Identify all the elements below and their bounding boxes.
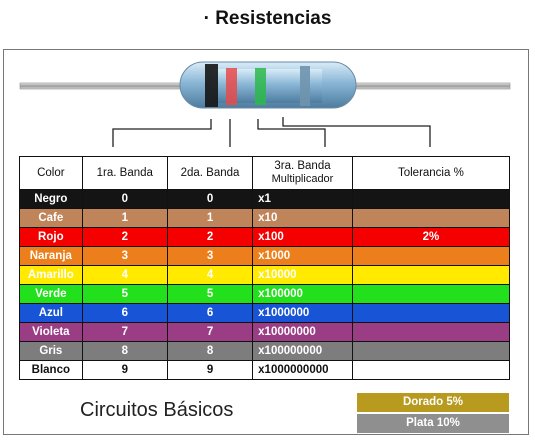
color-name-cell: Rojo <box>19 227 83 247</box>
color-name-cell: Naranja <box>19 246 83 266</box>
multiplier-cell: x10000000 <box>252 322 353 342</box>
band-1-value-cell: 2 <box>81 227 168 247</box>
band-2-value-cell: 3 <box>166 246 254 266</box>
multiplier-cell: x1 <box>252 189 353 209</box>
color-code-table: Color 1ra. Banda 2da. Banda 3ra. Banda M… <box>19 156 511 380</box>
tolerance-cell <box>351 189 511 209</box>
header-band-2: 2da. Banda <box>166 156 254 190</box>
footer-label: Circuitos Básicos <box>80 399 234 421</box>
header-band-3: 3ra. Banda Multiplicador <box>252 156 353 190</box>
tolerance-cell: 2% <box>351 227 511 247</box>
band-2-value-cell: 7 <box>166 322 254 342</box>
tolerance-cell <box>351 341 511 361</box>
band-1-value-cell: 8 <box>81 341 168 361</box>
tolerance-cell <box>351 284 511 304</box>
band-2-value-cell: 1 <box>166 208 254 228</box>
silver-tolerance-swatch: Plata 10% <box>357 414 509 433</box>
tolerance-cell <box>351 360 511 380</box>
connector-band-4 <box>282 117 431 147</box>
band-2-value-cell: 2 <box>166 227 254 247</box>
band-2-value-cell: 9 <box>166 360 254 380</box>
band-2-value-cell: 6 <box>166 303 254 323</box>
multiplier-cell: x100000 <box>252 284 353 304</box>
gold-tolerance-swatch: Dorado 5% <box>357 393 509 412</box>
band-1-value-cell: 4 <box>81 265 168 285</box>
multiplier-cell: x100000000 <box>252 341 353 361</box>
band-1-value-cell: 6 <box>81 303 168 323</box>
header-band-3-line1: 3ra. Banda <box>274 160 331 172</box>
multiplier-cell: x10 <box>252 208 353 228</box>
band-1-value-cell: 7 <box>81 322 168 342</box>
tolerance-cell <box>351 246 511 266</box>
header-band-1: 1ra. Banda <box>81 156 168 190</box>
multiplier-cell: x1000000000 <box>252 360 353 380</box>
resistor-diagram <box>19 61 511 147</box>
color-name-cell: Gris <box>19 341 83 361</box>
band-1-value-cell: 5 <box>81 284 168 304</box>
band-2-value-cell: 4 <box>166 265 254 285</box>
table-header-row: Color 1ra. Banda 2da. Banda 3ra. Banda M… <box>19 156 511 190</box>
tolerance-cell <box>351 265 511 285</box>
header-color: Color <box>19 156 83 190</box>
band-1-value-cell: 3 <box>81 246 168 266</box>
resistor-band-4 <box>300 66 310 106</box>
band-1-value-cell: 9 <box>81 360 168 380</box>
band-2-value-cell: 0 <box>166 189 254 209</box>
color-name-cell: Cafe <box>19 208 83 228</box>
band-2-value-cell: 5 <box>166 284 254 304</box>
connector-band-3 <box>257 119 326 147</box>
band-1-value-cell: 1 <box>81 208 168 228</box>
resistor-band-2 <box>226 68 237 105</box>
connector-band-1 <box>112 119 212 147</box>
tolerance-cell <box>351 303 511 323</box>
page-title: · Resistencias <box>203 8 332 29</box>
resistor-band-1 <box>205 64 218 107</box>
header-tolerance: Tolerancia % <box>351 156 511 190</box>
color-name-cell: Violeta <box>19 322 83 342</box>
band-2-value-cell: 8 <box>166 341 254 361</box>
color-name-cell: Verde <box>19 284 83 304</box>
band-1-value-cell: 0 <box>81 189 168 209</box>
multiplier-cell: x1000 <box>252 246 353 266</box>
multiplier-cell: x10000 <box>252 265 353 285</box>
header-band-3-line2: Multiplicador <box>271 173 334 185</box>
multiplier-cell: x1000000 <box>252 303 353 323</box>
resistor-band-3 <box>255 68 266 105</box>
band-connector-lines <box>112 117 431 147</box>
color-name-cell: Blanco <box>19 360 83 380</box>
tolerance-cell <box>351 208 511 228</box>
color-name-cell: Amarillo <box>19 265 83 285</box>
color-name-cell: Azul <box>19 303 83 323</box>
tolerance-cell <box>351 322 511 342</box>
color-name-cell: Negro <box>19 189 83 209</box>
multiplier-cell: x100 <box>252 227 353 247</box>
